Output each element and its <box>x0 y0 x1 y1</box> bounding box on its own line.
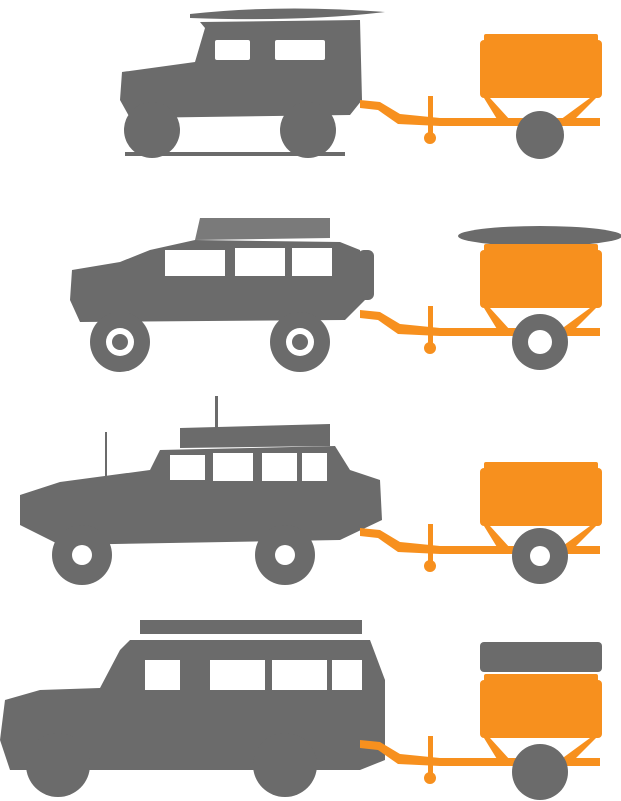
wheel-rear <box>280 102 336 158</box>
trailer-2 <box>360 226 621 370</box>
roof-rack <box>180 424 330 448</box>
roof-rack <box>195 218 330 240</box>
row-4 <box>0 620 602 800</box>
wheel-front <box>26 733 90 797</box>
row-2 <box>70 218 621 372</box>
roof-rack <box>140 620 362 634</box>
trailer-1 <box>360 34 602 159</box>
trailer-wheel <box>512 744 568 800</box>
wheel-front <box>124 102 180 158</box>
row-1 <box>120 8 602 159</box>
wheel-rear <box>253 733 317 797</box>
vehicle-suv-roof-rack <box>70 218 374 372</box>
hard-shell-tent <box>480 642 602 672</box>
vehicle-land-cruiser <box>20 396 382 585</box>
vehicle-short-wheelbase-4x4 <box>120 8 385 158</box>
roof-tent <box>458 226 621 246</box>
trailer-wheel <box>516 111 564 159</box>
surfboard <box>190 8 385 20</box>
row-3 <box>20 396 602 585</box>
trailer-4 <box>360 642 602 800</box>
vehicle-defender <box>0 620 385 797</box>
trailer-3 <box>360 462 602 584</box>
